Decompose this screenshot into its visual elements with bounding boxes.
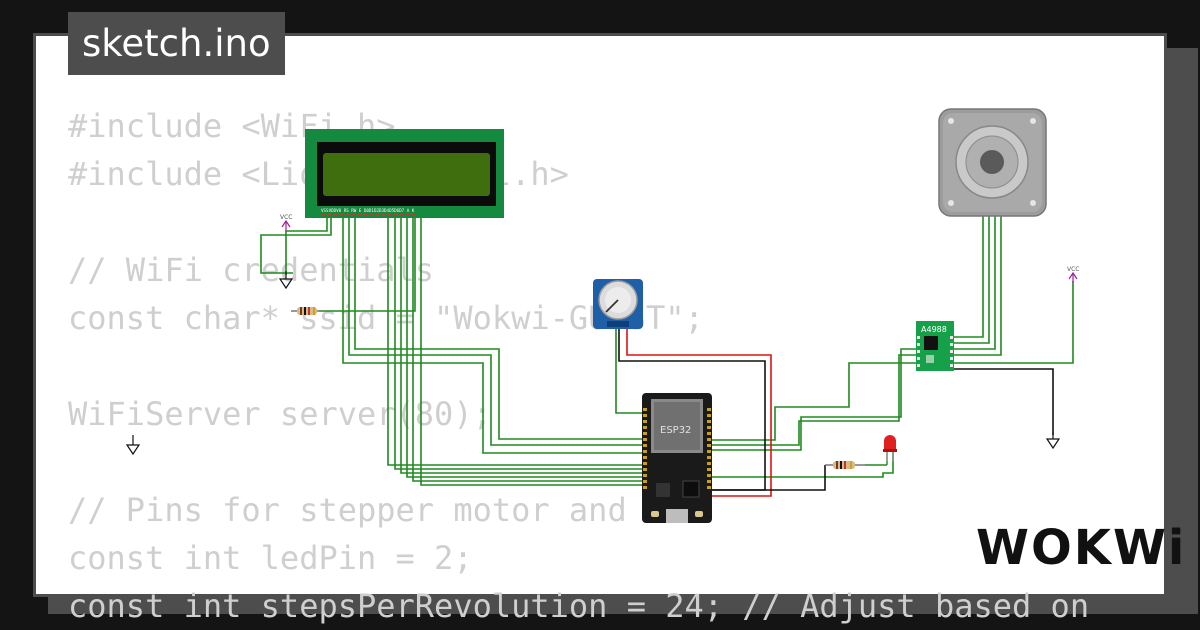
wokwi-logo: WOKWi	[976, 520, 1187, 576]
resistor-led[interactable]	[825, 451, 888, 469]
code-line: // WiFi credentials	[68, 251, 435, 289]
svg-text:VCC: VCC	[280, 214, 292, 221]
ground-symbol-left	[125, 435, 141, 456]
code-line: const char* ssid = "Wokwi-GUEST";	[68, 299, 704, 337]
resistor-lcd[interactable]	[291, 307, 321, 315]
code-line: WiFiServer server(80);	[68, 395, 492, 433]
ground-symbol-lcd	[278, 271, 294, 290]
esp32-label: ESP32	[660, 425, 691, 436]
file-name-tag[interactable]: sketch.ino	[68, 12, 285, 75]
svg-text:VCC: VCC	[1067, 266, 1079, 273]
stepper-motor[interactable]	[938, 108, 1047, 217]
led-red[interactable]	[883, 435, 897, 461]
driver-label: A4988	[921, 325, 947, 334]
a4988-driver[interactable]: A4988	[916, 321, 954, 371]
project-card[interactable]: #include <WiFi.h>#include <LiquidCrystal…	[33, 33, 1170, 625]
driver-pins	[917, 336, 953, 367]
code-line: const int stepsPerRevolution = 24; // Ad…	[68, 587, 1090, 625]
code-line: // Pins for stepper motor and	[68, 491, 627, 529]
code-line: const int ledPin = 2;	[68, 539, 473, 577]
lcd-pin-labels: VSSVDDV0 RS RW E D0D1D2D3D4D5D6D7 A K	[321, 208, 415, 213]
vcc-symbol-left: VCC	[280, 214, 292, 231]
lcd-display[interactable]: VSSVDDV0 RS RW E D0D1D2D3D4D5D6D7 A K	[305, 129, 504, 218]
circuit-diagram[interactable]: VSSVDDV0 RS RW E D0D1D2D3D4D5D6D7 A K VC…	[36, 36, 1170, 600]
red-wires	[626, 328, 772, 497]
lcd-pins	[322, 213, 415, 216]
ground-symbol-right	[1045, 433, 1061, 450]
vcc-symbol-right: VCC	[1067, 266, 1079, 283]
potentiometer[interactable]	[593, 279, 643, 329]
green-wires	[260, 215, 1074, 486]
black-wires	[618, 328, 1054, 491]
esp32-pins	[643, 408, 711, 489]
esp32-board[interactable]: ESP32	[642, 393, 712, 523]
